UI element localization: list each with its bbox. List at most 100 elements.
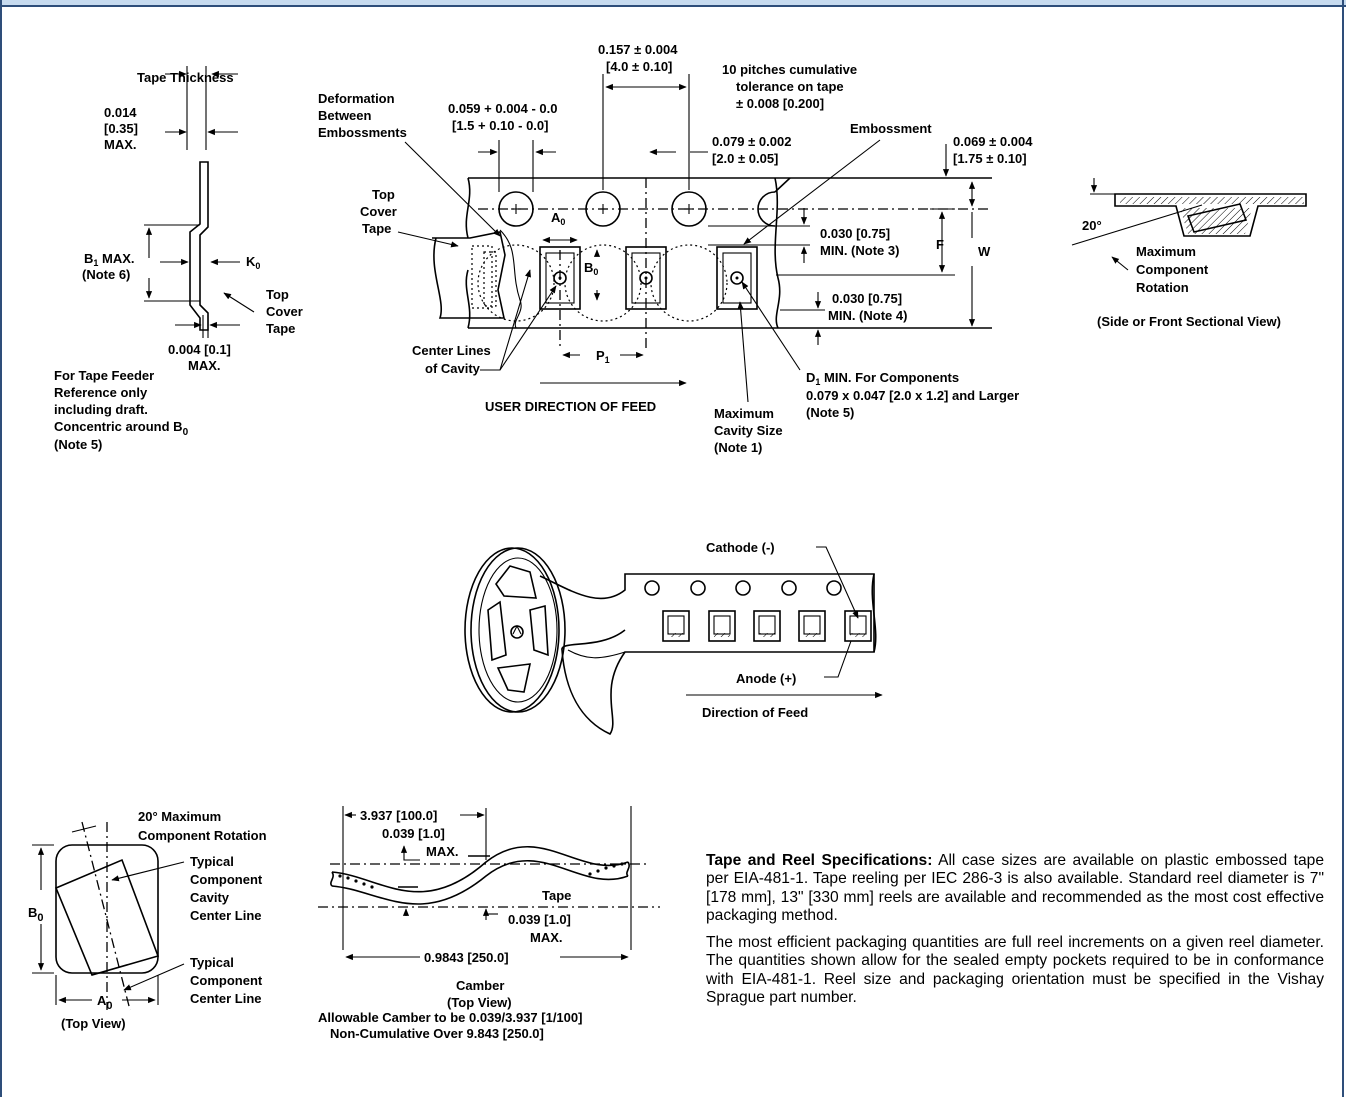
top-cover-tape (432, 231, 506, 319)
side-sectional-view: 20° Maximum Component Rotation (Side or … (1071, 178, 1307, 329)
main-tape-label: Tape (362, 221, 391, 236)
header-band (0, 0, 1346, 7)
max-rot-1: Maximum (1136, 244, 1196, 259)
hole-dia-1: 0.059 + 0.004 - 0.0 (448, 101, 558, 116)
min3-1: 0.030 [0.75] (820, 226, 890, 241)
max-rot-3: Rotation (1136, 280, 1189, 295)
camber-cap-2: (Top View) (447, 995, 512, 1010)
thickness-max: MAX. (104, 137, 137, 152)
p1-label: P1 (596, 348, 610, 365)
e-2: [1.75 ± 0.10] (953, 151, 1027, 166)
e-1: 0.069 ± 0.004 (953, 134, 1033, 149)
hole-dia-2: [1.5 + 0.10 - 0.0] (452, 118, 548, 133)
side-tape-label: Tape (266, 321, 295, 336)
b0-label: B0 (584, 260, 598, 277)
min3-2: MIN. (Note 3) (820, 243, 899, 258)
spec-lead: Tape and Reel Specifications: (706, 852, 933, 869)
rotated-component (1186, 203, 1248, 233)
cav-2: Component (190, 872, 263, 887)
w-label: W (978, 244, 991, 259)
center-lines-2: of Cavity (425, 361, 481, 376)
user-feed: USER DIRECTION OF FEED (485, 399, 656, 414)
min-value: 0.004 [0.1] (168, 342, 231, 357)
main-cover-label: Cover (360, 204, 397, 219)
comp-2: Component (190, 973, 263, 988)
camber-len: 3.937 [100.0] (360, 808, 437, 823)
side-top-label: Top (266, 287, 289, 302)
tv-b0-label: B0 (28, 905, 44, 924)
tv-a0-label: A0 (97, 993, 113, 1012)
side-caption: (Side or Front Sectional View) (1097, 314, 1281, 329)
p2-2: [2.0 ± 0.05] (712, 151, 778, 166)
feeder-note-1: For Tape Feeder (54, 368, 154, 383)
embossment-label: Embossment (850, 121, 932, 136)
camber-cap-4: Non-Cumulative Over 9.843 [250.0] (330, 1026, 544, 1041)
feeder-note-4: Concentric around B0 (54, 419, 189, 438)
p2-1: 0.079 ± 0.002 (712, 134, 791, 149)
d1-2: 0.079 x 0.047 [2.0 x 1.2] and Larger (806, 388, 1019, 403)
top-view-caption: (Top View) (61, 1016, 126, 1031)
pitch-2: [4.0 ± 0.10] (606, 59, 672, 74)
camber-max-1b: MAX. (426, 844, 459, 859)
camber-cap-1: Camber (456, 978, 504, 993)
side-cover-label: Cover (266, 304, 303, 319)
min4-1: 0.030 [0.75] (832, 291, 902, 306)
thickness-value: 0.014 (104, 105, 137, 120)
b1-label: B1 MAX. (84, 251, 135, 268)
max-cavity-3: (Note 1) (714, 440, 762, 455)
spec-paragraph-2: The most efficient packaging quantities … (706, 934, 1324, 1007)
rot-2: Component Rotation (138, 828, 267, 843)
deformation-1: Deformation (318, 91, 395, 106)
cum-tol-2: tolerance on tape (736, 79, 844, 94)
main-tape-diagram: Deformation Between Embossments 0.059 + … (318, 42, 1033, 455)
camber-max-2b: MAX. (530, 930, 563, 945)
camber-tape-top (331, 845, 629, 893)
rot-1: 20° Maximum (138, 809, 221, 824)
spec-para-2: The most efficient packaging quantities … (706, 934, 1324, 1007)
comp-1: Typical (190, 955, 234, 970)
camber-max-2: 0.039 [1.0] (508, 912, 571, 927)
direction-feed-label: Direction of Feed (702, 705, 808, 720)
max-cavity-1: Maximum (714, 406, 774, 421)
cav-4: Center Line (190, 908, 262, 923)
spec-para-1: All case sizes are available on plastic … (706, 852, 1325, 924)
feeder-note-5: (Note 5) (54, 437, 102, 452)
anode-label: Anode (+) (736, 671, 796, 686)
cum-tol-3: ± 0.008 [0.200] (736, 96, 824, 111)
camber-tape-bottom (331, 859, 629, 905)
cav-1: Typical (190, 854, 234, 869)
reel-drawing: Cathode (-) Anode (+) Direction of Feed (464, 540, 883, 736)
camber-diagram: 3.937 [100.0] 0.039 [1.0] MAX. Tape 0.03… (318, 806, 660, 1041)
deformation-3: Embossments (318, 125, 407, 140)
thickness-value-mm: [0.35] (104, 121, 138, 136)
f-label: F (936, 237, 944, 252)
min-value-max: MAX. (188, 358, 221, 373)
reel-tape (539, 573, 875, 736)
k0-label: K0 (246, 254, 260, 271)
d1-3: (Note 5) (806, 405, 854, 420)
tape-thickness-label: Tape Thickness (137, 70, 234, 85)
b1-note: (Note 6) (82, 267, 130, 282)
camber-cap-3: Allowable Camber to be 0.039/3.937 [1/10… (318, 1010, 582, 1025)
comp-3: Center Line (190, 991, 262, 1006)
sectional-tape (1114, 193, 1307, 237)
min4-2: MIN. (Note 4) (828, 308, 907, 323)
max-rot-2: Component (1136, 262, 1209, 277)
max-cavity-2: Cavity Size (714, 423, 783, 438)
cavity-pockets (539, 246, 758, 310)
a0-label: A0 (551, 210, 565, 227)
deformation-2: Between (318, 108, 372, 123)
cav-3: Cavity (190, 890, 230, 905)
tape-profile (189, 161, 209, 331)
reel-pockets (662, 610, 872, 642)
feeder-note-2: Reference only (54, 385, 148, 400)
cathode-label: Cathode (-) (706, 540, 775, 555)
cum-tol-1: 10 pitches cumulative (722, 62, 857, 77)
top-view-diagram: 20° Maximum Component Rotation Typical C… (28, 809, 267, 1031)
sprocket-holes (498, 177, 791, 227)
spec-paragraph-1: Tape and Reel Specifications: All case s… (706, 852, 1324, 925)
pitch-1: 0.157 ± 0.004 (598, 42, 678, 57)
camber-total: 0.9843 [250.0] (424, 950, 509, 965)
side-angle: 20° (1082, 218, 1102, 233)
